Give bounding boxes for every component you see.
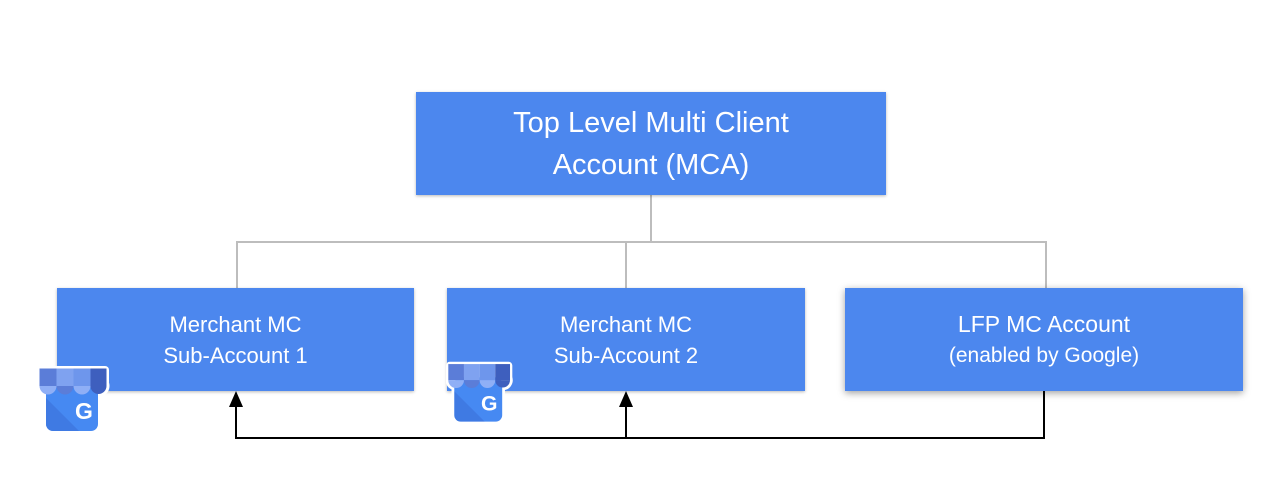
node-top-level-mca: Top Level Multi Client Account (MCA): [416, 92, 886, 195]
node-merchant-sub-account-1: Merchant MC Sub-Account 1: [57, 288, 414, 391]
arrowhead-to-sub2: [619, 391, 633, 407]
node-label: Top Level Multi Client: [513, 106, 789, 139]
node-label: (enabled by Google): [948, 343, 1140, 367]
node-label: Merchant MC: [169, 311, 302, 337]
google-business-profile-icon: G: [36, 366, 110, 434]
gray-tree-connectors: [236, 195, 1047, 288]
black-arrow-lines: [235, 391, 1045, 439]
node-label: Sub-Account 2: [553, 342, 699, 368]
arrowhead-to-sub1: [229, 391, 243, 407]
node-label: LFP MC Account: [957, 310, 1131, 337]
node-label: Merchant MC: [559, 311, 693, 337]
google-business-profile-icon: G: [446, 361, 513, 425]
node-lfp-mc-account: LFP MC Account (enabled by Google): [845, 288, 1243, 391]
node-label: Account (MCA): [552, 148, 750, 181]
node-label: Sub-Account 1: [163, 342, 308, 368]
svg-text:G: G: [75, 398, 93, 424]
svg-text:G: G: [481, 393, 497, 416]
